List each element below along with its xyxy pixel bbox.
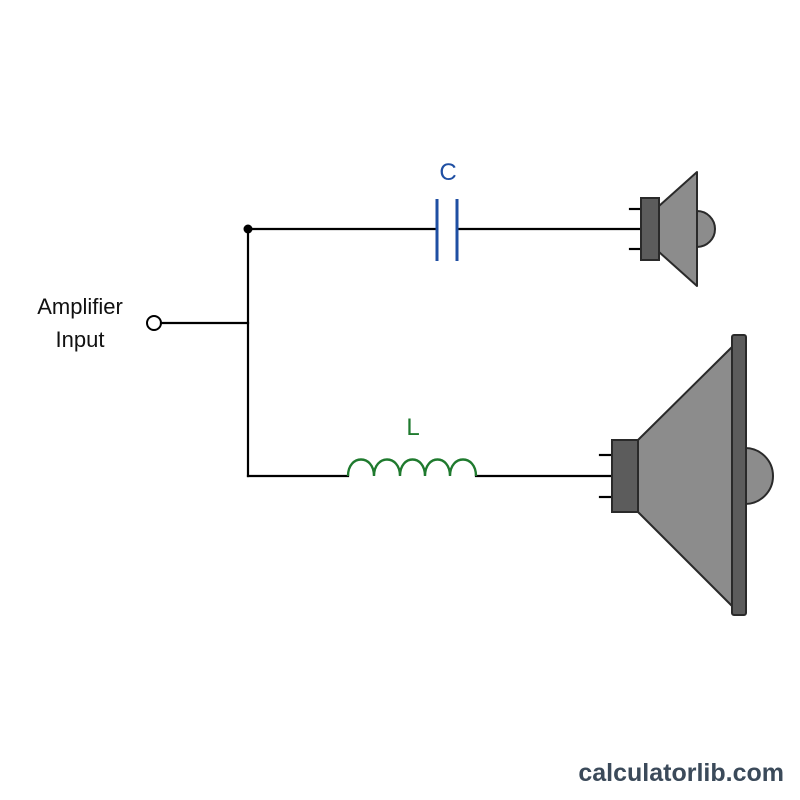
- capacitor: [435, 199, 459, 261]
- tweeter-magnet: [640, 197, 660, 261]
- tweeter-cone: [658, 171, 698, 287]
- woofer-dust-cap: [744, 446, 774, 506]
- woofer-magnet: [611, 439, 639, 513]
- woofer-rim: [731, 334, 747, 616]
- inductor-label: L: [406, 414, 419, 441]
- watermark: calculatorlib.com: [578, 759, 784, 787]
- capacitor-label: C: [439, 159, 456, 186]
- input-terminal: [146, 315, 162, 331]
- amplifier-input-label: Amplifier: [37, 294, 123, 319]
- amplifier-input-label-line2: Input: [56, 327, 105, 352]
- woofer-cone: [637, 346, 733, 607]
- woofer-speaker: [598, 334, 774, 616]
- tweeter-speaker: [628, 171, 716, 287]
- inductor-coil: [346, 458, 478, 477]
- tweeter-dust-cap: [696, 209, 716, 249]
